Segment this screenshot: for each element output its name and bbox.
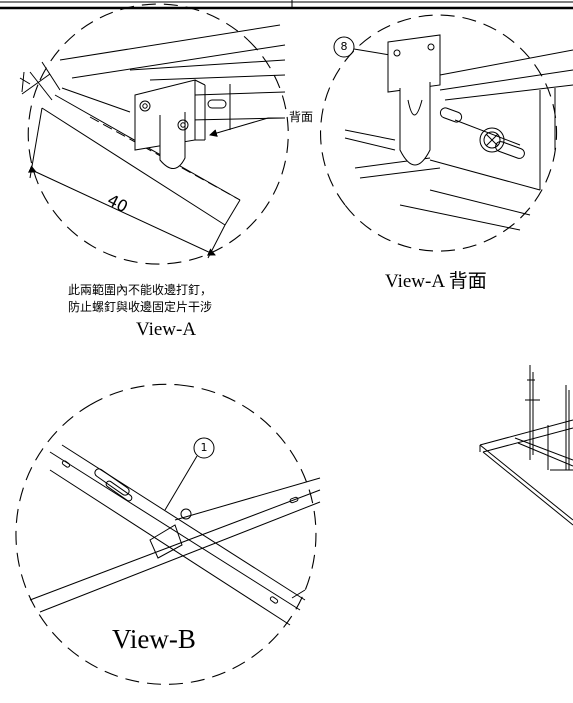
- assembly-partial-view: [479, 365, 573, 526]
- view-b-caption: View-B: [112, 624, 196, 654]
- note-line-1: 此兩範圍內不能收邊打釘，: [68, 283, 213, 297]
- back-side-label: 背面: [289, 110, 314, 124]
- callout-8-number: 8: [340, 40, 348, 53]
- view-a-caption: View-A: [136, 319, 197, 340]
- view-a-detail: [19, 3, 289, 265]
- view-a-back-detail: [320, 14, 573, 252]
- callout-1-number: 1: [200, 441, 208, 454]
- note-line-2: 防止螺釘與收邊固定片干涉: [68, 300, 213, 314]
- title-block-border: [0, 0, 573, 10]
- view-a-back-caption: View-A 背面: [385, 271, 487, 292]
- view-b-detail: [15, 383, 321, 685]
